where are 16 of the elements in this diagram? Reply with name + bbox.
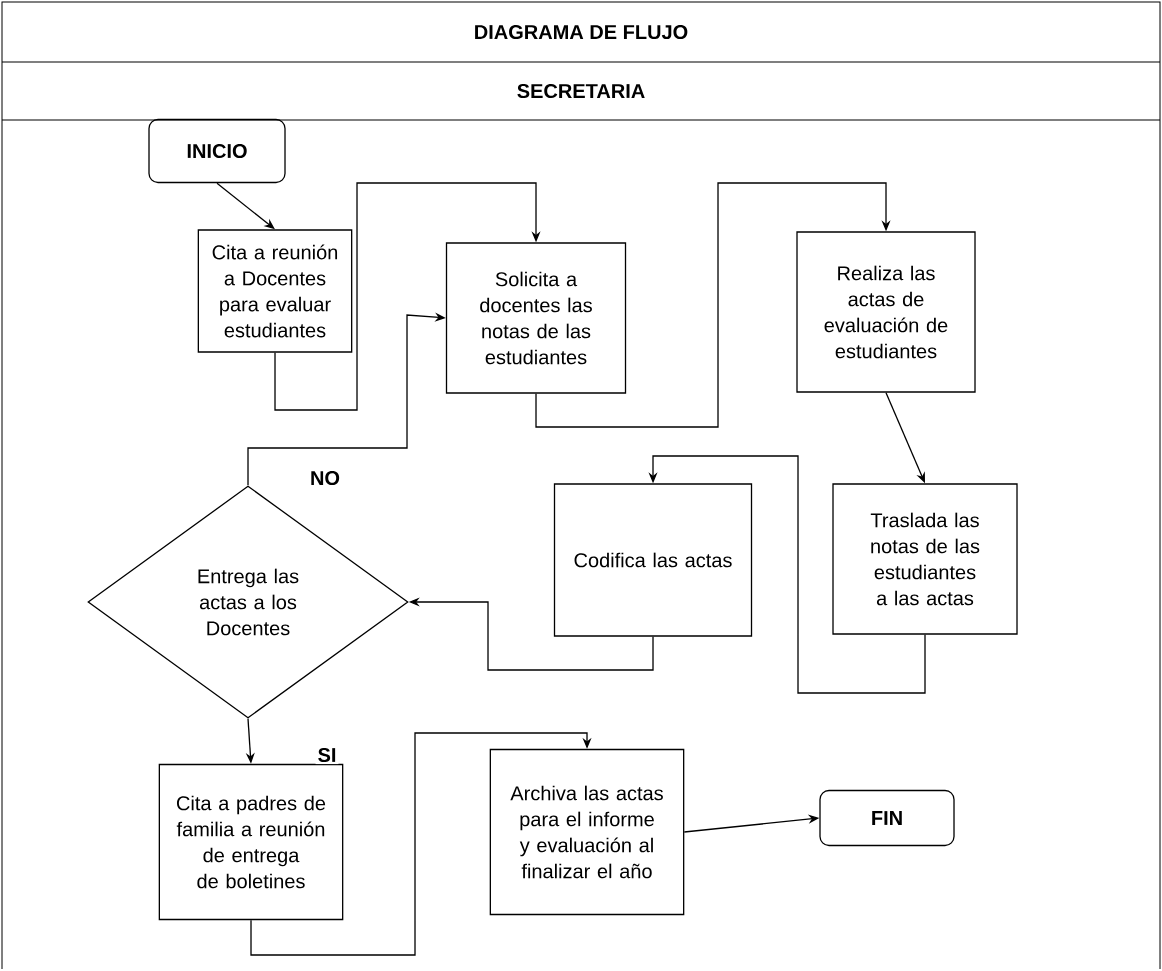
process-box: Realiza las actas de evaluación de estudiantes — [796, 231, 976, 393]
edge-label: SI — [315, 745, 339, 765]
arrow — [535, 182, 891, 428]
process-box: Codifica las actas — [553, 483, 753, 637]
edge-label: NO — [308, 468, 342, 488]
title: DIAGRAMA DE FLUJO — [475, 24, 688, 40]
process-box: Cita a padres de familia a reunión de entrega de boletines — [158, 763, 344, 921]
arrow — [250, 732, 592, 956]
process-box: Archiva las actas para el informe y evaluación al finalizar el año — [489, 748, 685, 916]
terminal-box: INICIO — [148, 118, 286, 184]
lane-header: SECRETARIA — [517, 83, 645, 99]
terminal-box: FIN — [819, 789, 955, 847]
arrow — [274, 182, 541, 411]
process-box: Traslada las notas de las estudiantes a las actas — [832, 483, 1018, 635]
process-box: Cita a reunión a Docentes para evaluar estudiantes — [197, 229, 353, 353]
process-box: Solicita a docentes las notas de las estudiantes — [445, 242, 627, 394]
